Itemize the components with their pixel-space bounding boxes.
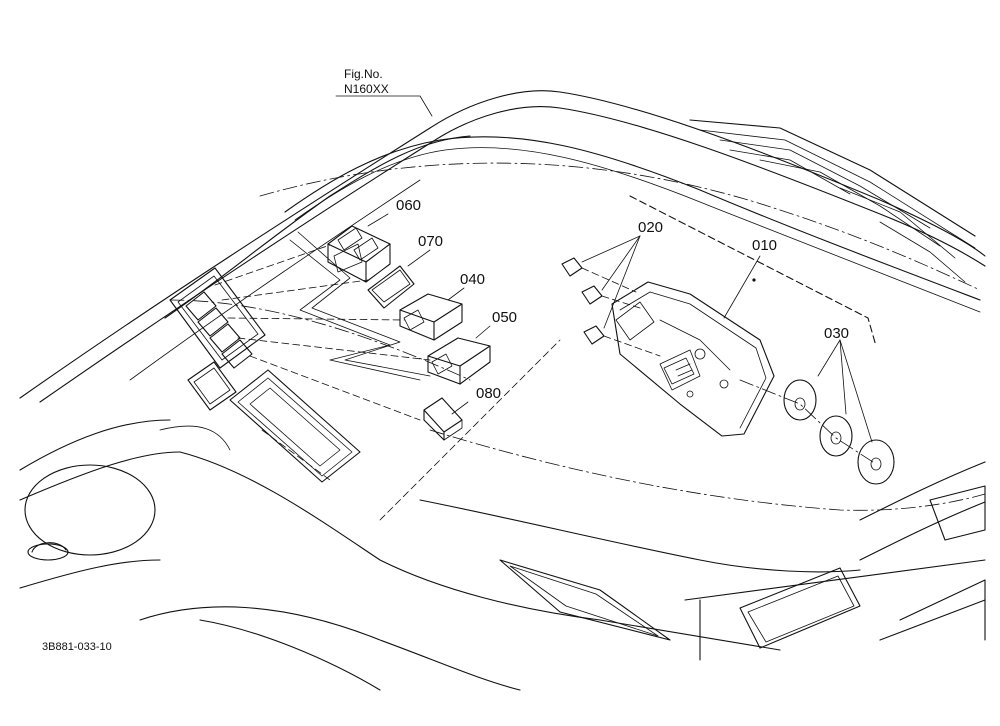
part-040-switch (399, 293, 463, 341)
part-080-switch (423, 397, 463, 441)
callout-060: 060 (396, 197, 421, 214)
part-020-bulbs (561, 257, 661, 357)
group-boundary-010 (629, 195, 877, 347)
drawing-code: 3B881-033-10 (42, 641, 112, 653)
callout-080: 080 (476, 385, 501, 402)
part-070-plug (367, 265, 415, 309)
cab-outline (19, 90, 986, 691)
leader-dot (752, 278, 756, 282)
callout-050: 050 (492, 309, 517, 326)
part-010-housing (611, 281, 775, 437)
callout-070: 070 (418, 233, 443, 250)
leader-lines (335, 95, 873, 443)
part-050-switch (427, 337, 491, 385)
part-060-switch (327, 225, 391, 283)
figure-number: N160XX (344, 82, 389, 96)
callout-030: 030 (824, 325, 849, 342)
part-030-speakers (739, 379, 895, 485)
callout-040: 040 (460, 271, 485, 288)
callout-010: 010 (752, 237, 777, 254)
callout-020: 020 (638, 219, 663, 236)
figure-number-label: Fig.No. (344, 67, 383, 81)
